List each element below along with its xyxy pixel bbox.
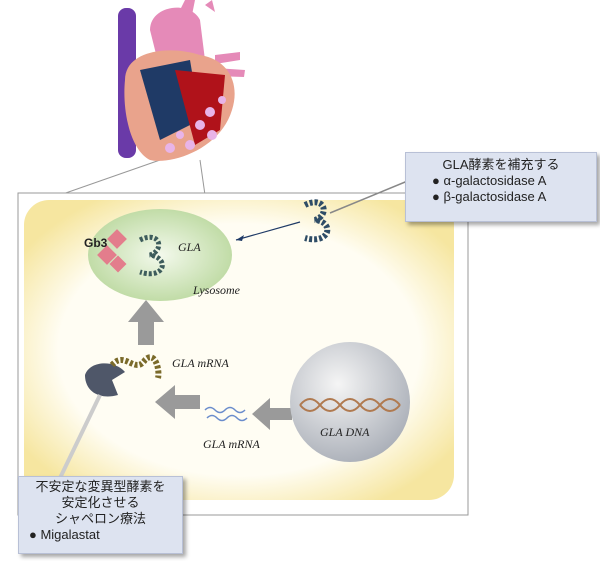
chaperone-title-line: 不安定な変異型酵素を (35, 479, 166, 494)
gla-dna-label: GLA DNA (320, 425, 370, 439)
heart-illustration (118, 0, 245, 161)
chaperone-item: Migalastat (29, 527, 182, 543)
enzyme-replacement-callout: GLA酵素を補充する α-galactosidase A β-galactosi… (405, 152, 597, 222)
chaperone-title-line: シャペロン療法 (54, 511, 146, 526)
enzyme-item: α-galactosidase A (432, 173, 596, 189)
enzyme-callout-title: GLA酵素を補充する (442, 157, 560, 172)
callout-pointer-enzyme (329, 179, 411, 214)
gb3-label: Gb3 (84, 236, 108, 250)
callout-pointer-chaperone (58, 394, 102, 479)
gla-enzyme-supplement (303, 199, 331, 243)
gla-mrna-upper-label: GLA mRNA (172, 356, 229, 370)
gla-mrna-lower-label: GLA mRNA (203, 437, 260, 451)
lysosome-label: Lysosome (193, 283, 240, 297)
ribosome (85, 363, 125, 397)
delivery-arrow (235, 221, 301, 241)
chaperone-therapy-callout: 不安定な変異型酵素を 安定化させる シャペロン療法 Migalastat (18, 476, 183, 554)
nucleus (290, 342, 410, 462)
zoom-line-right (199, 159, 206, 196)
gla-lysosome-label: GLA (178, 240, 201, 254)
gla-mrna-strand (204, 406, 248, 422)
enzyme-item: β-galactosidase A (432, 189, 596, 205)
process-arrows (128, 300, 292, 430)
gla-enzyme-lysosome (138, 234, 165, 277)
chaperone-title-line: 安定化させる (61, 495, 140, 510)
zoom-line-left (59, 159, 161, 196)
dna-helix (299, 398, 401, 412)
gla-mrna-translated (109, 354, 162, 379)
gb3-molecules (97, 229, 127, 273)
lysosome (88, 209, 232, 301)
